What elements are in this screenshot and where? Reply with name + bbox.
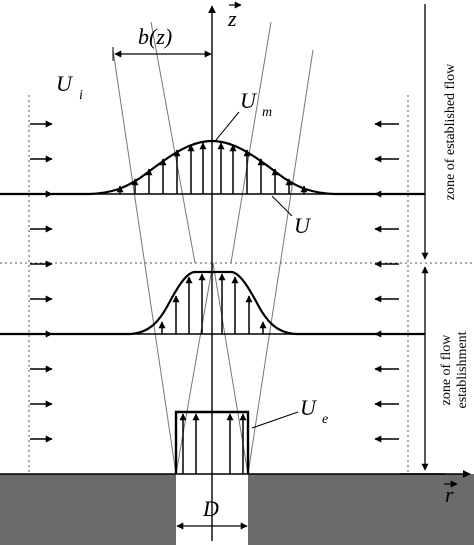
entrainment-arrows-left xyxy=(30,120,53,443)
label-um-sub: m xyxy=(262,105,272,120)
half-width-line-left xyxy=(150,21,196,264)
label-u: U xyxy=(294,213,312,238)
profile-nozzle-arrows xyxy=(179,413,247,474)
label-zone-establishment-2: establishment xyxy=(455,331,470,408)
label-ui: U xyxy=(56,71,74,96)
u-leader xyxy=(271,195,293,217)
label-z-axis: z xyxy=(227,6,237,31)
label-d: D xyxy=(202,496,219,521)
label-ue-sub: e xyxy=(322,412,328,427)
label-b-z: b(z) xyxy=(138,24,172,49)
um-leader xyxy=(215,111,240,141)
profile-2-curve xyxy=(0,270,425,336)
core-line-right xyxy=(212,262,249,475)
spread-line-outer-right xyxy=(247,49,314,475)
core-line-left xyxy=(175,262,214,475)
label-um: U xyxy=(240,88,258,113)
profile-1-curve xyxy=(0,139,425,196)
label-zone-establishment-1: zone of flow xyxy=(439,334,454,406)
label-r-axis: r xyxy=(445,482,454,507)
label-zone-established: zone of established flow xyxy=(443,63,458,200)
profile-nozzle-exit xyxy=(174,410,250,474)
label-ui-sub: i xyxy=(79,88,83,103)
wall-left xyxy=(0,474,176,545)
label-ue: U xyxy=(300,395,318,420)
ue-leader xyxy=(251,411,299,429)
profile-1-arrows xyxy=(116,142,308,194)
wall-right xyxy=(248,474,474,545)
half-width-line-right xyxy=(230,21,272,264)
spread-line-outer-left xyxy=(112,49,177,475)
entrainment-arrows-right xyxy=(374,120,399,443)
profile-2-arrows xyxy=(158,273,267,334)
